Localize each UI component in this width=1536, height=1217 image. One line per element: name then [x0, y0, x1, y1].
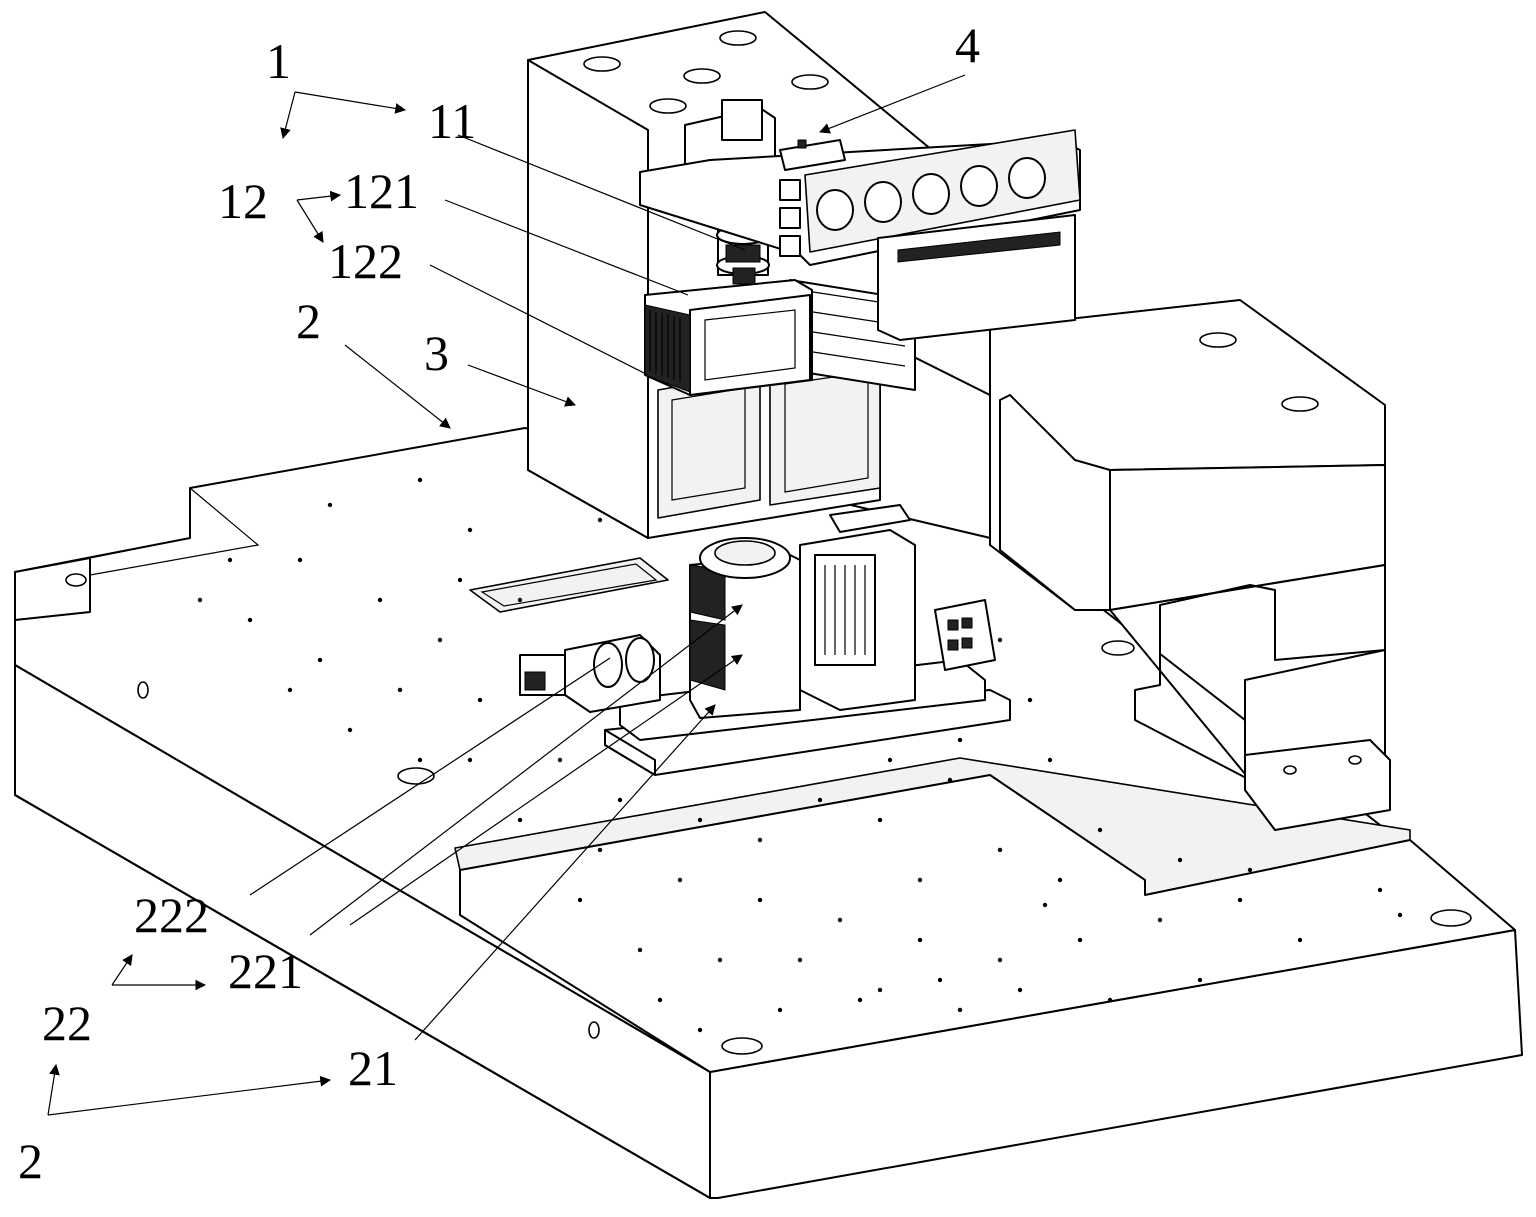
- tapped-hole: [697, 817, 703, 823]
- tapped-hole: [1397, 912, 1403, 918]
- tapped-hole: [1097, 827, 1103, 833]
- tapped-hole: [397, 687, 403, 693]
- tapped-hole: [467, 527, 473, 533]
- tapped-hole: [597, 847, 603, 853]
- tapped-hole: [637, 947, 643, 953]
- tapped-hole: [1107, 997, 1113, 1003]
- tapped-hole: [777, 1007, 783, 1013]
- tapped-hole: [957, 737, 963, 743]
- tapped-hole: [1042, 902, 1048, 908]
- tapped-holes: [197, 467, 1403, 1033]
- tapped-hole: [757, 897, 763, 903]
- label-2-bottom: 2: [18, 1133, 43, 1189]
- tapped-hole: [837, 917, 843, 923]
- tapped-hole: [227, 557, 233, 563]
- tapped-hole: [917, 877, 923, 883]
- tapped-hole: [697, 1027, 703, 1033]
- tapped-hole: [877, 817, 883, 823]
- tapped-hole: [617, 797, 623, 803]
- tapped-hole: [517, 817, 523, 823]
- tapped-hole: [247, 617, 253, 623]
- tapped-hole: [297, 557, 303, 563]
- label-1: 1: [266, 33, 291, 89]
- label-122: 122: [328, 233, 403, 289]
- tapped-hole: [677, 877, 683, 883]
- tapped-hole: [1017, 987, 1023, 993]
- tapped-hole: [817, 797, 823, 803]
- tapped-hole: [287, 687, 293, 693]
- tapped-hole: [957, 1007, 963, 1013]
- chain-link: [912, 173, 950, 215]
- tapped-hole: [937, 977, 943, 983]
- cable-chain-module: [639, 129, 1081, 341]
- tapped-hole: [437, 637, 443, 643]
- tapped-hole: [1247, 867, 1253, 873]
- tapped-hole: [327, 502, 333, 508]
- label-2-top: 2: [296, 293, 321, 349]
- tapped-hole: [717, 957, 723, 963]
- label-221: 221: [228, 943, 303, 999]
- label-121: 121: [344, 163, 419, 219]
- tapped-hole: [517, 597, 523, 603]
- tapped-hole: [417, 477, 423, 483]
- tapped-hole: [347, 727, 353, 733]
- label-11: 11: [428, 93, 476, 149]
- tapped-hole: [877, 987, 883, 993]
- chain-link: [1008, 157, 1046, 199]
- chain-link: [816, 189, 854, 231]
- label-12: 12: [218, 173, 268, 229]
- tapped-hole: [1177, 857, 1183, 863]
- tapped-hole: [317, 657, 323, 663]
- tapped-hole: [577, 897, 583, 903]
- tapped-hole: [887, 757, 893, 763]
- tapped-hole: [997, 957, 1003, 963]
- tapped-hole: [997, 637, 1003, 643]
- tapped-hole: [917, 937, 923, 943]
- tapped-hole: [857, 997, 863, 1003]
- tapped-hole: [457, 577, 463, 583]
- tapped-hole: [997, 847, 1003, 853]
- reference-labels: 1 11 12 121 122 2 3 4 222 221 22 21 2: [18, 17, 980, 1189]
- tapped-hole: [197, 597, 203, 603]
- leader-lines: [47, 74, 966, 1116]
- tapped-hole: [1197, 977, 1203, 983]
- tapped-hole: [597, 517, 603, 523]
- tapped-hole: [417, 757, 423, 763]
- tapped-hole: [1027, 697, 1033, 703]
- right-column-structure: [879, 299, 1391, 831]
- tapped-hole: [1057, 877, 1063, 883]
- tapped-hole: [1047, 757, 1053, 763]
- chain-link: [960, 165, 998, 207]
- tapped-hole: [1377, 887, 1383, 893]
- label-222: 222: [134, 887, 209, 943]
- tapped-hole: [1077, 937, 1083, 943]
- tapped-hole: [477, 697, 483, 703]
- tapped-hole: [467, 757, 473, 763]
- label-21: 21: [348, 1040, 398, 1096]
- tapped-hole: [557, 757, 563, 763]
- tapped-hole: [657, 997, 663, 1003]
- tapped-hole: [757, 837, 763, 843]
- tapped-hole: [797, 957, 803, 963]
- label-3: 3: [424, 325, 449, 381]
- chain-link: [864, 181, 902, 223]
- sensor-head: [644, 279, 813, 396]
- tapped-hole: [1297, 937, 1303, 943]
- label-22: 22: [42, 995, 92, 1051]
- tapped-hole: [377, 597, 383, 603]
- tapped-hole: [1237, 897, 1243, 903]
- tapped-hole: [947, 777, 953, 783]
- tapped-hole: [1157, 917, 1163, 923]
- lower-stage-assembly: [519, 504, 1011, 776]
- label-4: 4: [955, 17, 980, 73]
